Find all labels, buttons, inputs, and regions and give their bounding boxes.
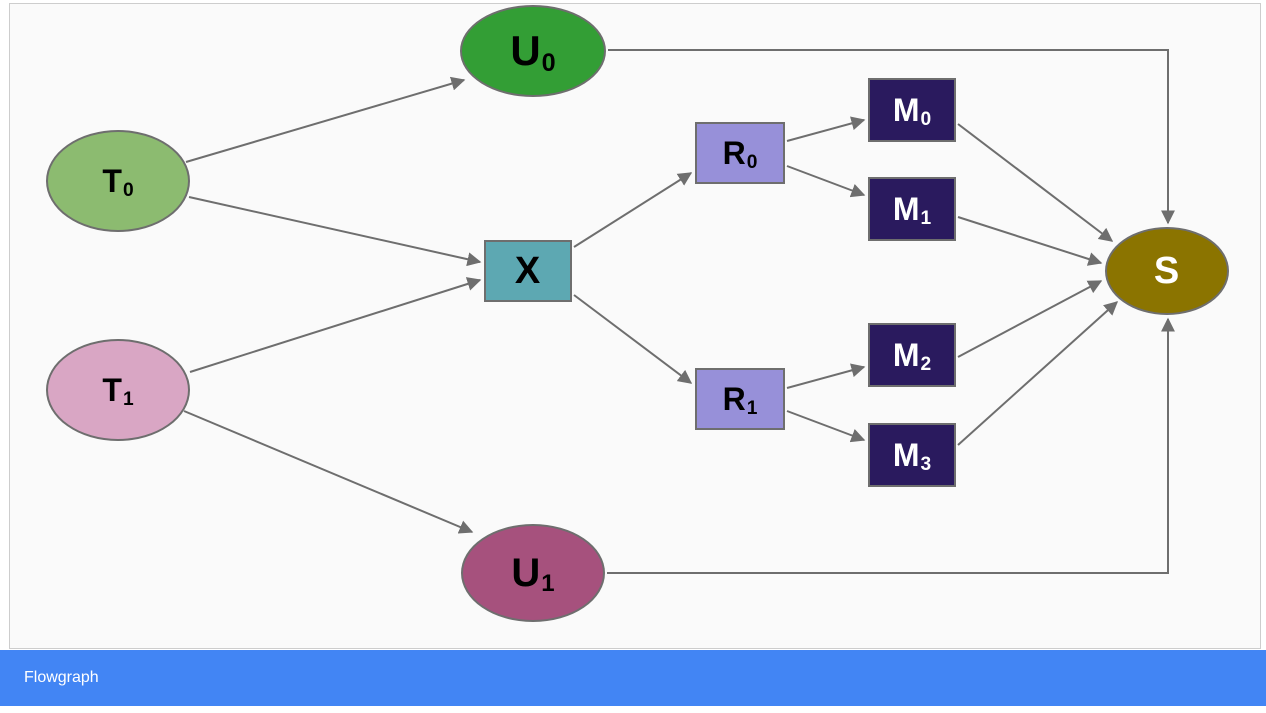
edge-M2-S [957,280,1103,358]
edge-U0-S [608,49,1175,225]
edge-M0-S [957,123,1114,242]
node-T1-label: T1 [102,372,134,411]
edge-M1-S [957,216,1103,266]
node-M2-label: M2 [892,337,932,376]
node-M1: M1 [868,177,956,241]
node-T0-label: T0 [102,163,134,202]
title-bar: Flowgraph [0,650,1266,706]
node-S-label: S [1153,250,1180,292]
edge-X-R0 [573,172,693,248]
node-X: X [484,240,572,302]
edge-U1-S [607,317,1175,574]
node-U1-label: U1 [511,551,555,598]
edge-layer [183,49,1175,574]
node-R1: R1 [695,368,785,430]
node-M3-label: M3 [892,437,932,476]
node-M3: M3 [868,423,956,487]
node-M0: M0 [868,78,956,142]
node-M1-label: M1 [892,191,932,230]
node-U0-label: U0 [510,27,556,77]
edge-R0-M0 [786,116,866,142]
edge-T0-U0 [185,76,466,163]
edge-T1-U1 [183,410,474,534]
edge-R1-M3 [786,410,866,443]
node-S: S [1105,227,1229,315]
edge-R1-M2 [786,363,866,389]
node-T0: T0 [46,130,190,232]
node-X-label: X [514,250,541,292]
node-U1: U1 [461,524,605,622]
title-bar-label: Flowgraph [24,669,99,686]
diagram-canvas [9,3,1261,649]
node-R0: R0 [695,122,785,184]
node-T1: T1 [46,339,190,441]
node-R1-label: R1 [722,381,758,420]
edge-X-R1 [573,294,693,384]
node-R0-label: R0 [722,135,758,174]
node-U0: U0 [460,5,606,97]
edge-T0-X [188,196,482,267]
edge-M3-S [957,301,1119,446]
node-M2: M2 [868,323,956,387]
node-M0-label: M0 [892,92,932,131]
edge-R0-M1 [786,165,866,198]
edge-T1-X [189,277,482,373]
